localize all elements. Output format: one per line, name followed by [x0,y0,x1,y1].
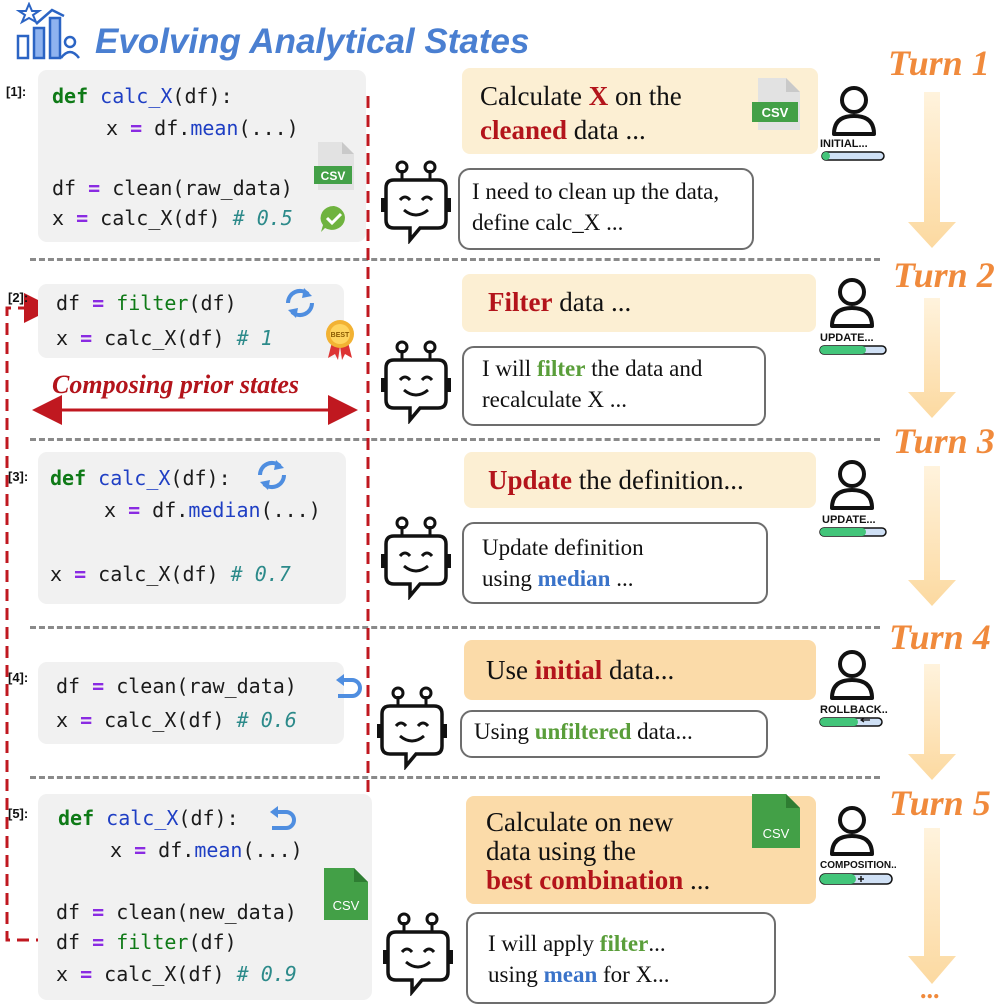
svg-text:CSV: CSV [762,105,789,120]
cell-index: [2]: [8,290,29,305]
turn-label: Turn 3 [893,421,995,461]
user-status-label: ROLLBACK.. [820,704,888,716]
check-icon [318,204,350,234]
code-cell-4 [38,662,344,744]
assistant-reply-text: I will filter the data and [482,356,703,381]
analytics-chart-icon [12,1,82,62]
page-title: Evolving Analytical States [95,22,530,61]
csv-file-icon: CSV [750,792,802,850]
robot-icon [376,686,448,771]
code-line: def calc_X(df): [58,806,239,830]
user-avatar-3 [818,456,888,540]
robot-icon [380,340,452,425]
assistant-reply-4 [460,710,768,758]
separator [30,438,880,441]
code-line: x = df.mean(...) [110,838,303,862]
svg-text:BEST: BEST [331,332,350,339]
cell-index: [4]: [8,670,29,685]
separator [30,776,880,779]
code-cell-1 [38,70,366,242]
user-status-label: UPDATE... [822,514,876,526]
code-line: df = clean(raw_data) [56,674,297,698]
assistant-reply-text: Using unfiltered data... [474,719,693,744]
turn-label: Turn 1 [888,43,990,83]
assistant-reply-text: define calc_X ... [472,210,624,235]
user-message-text: cleaned data ... [480,115,646,145]
assistant-reply-text: using median ... [482,566,634,591]
undo-icon [268,806,298,832]
cell-index: [5]: [8,806,29,821]
csv-file-icon: CSV [322,866,370,922]
assistant-reply-text: I will apply filter... [488,931,666,956]
best-badge-icon: BEST [322,318,358,360]
user-message-text: Calculate on new [486,807,674,837]
code-line: x = df.mean(...) [106,116,299,140]
user-avatar-4 [818,646,888,730]
user-message-text: Calculate X on the [480,81,682,111]
code-line: df = filter(df) [56,930,237,954]
user-status-label: UPDATE... [820,332,874,344]
separator [30,626,880,629]
code-line: def calc_X(df): [50,466,231,490]
code-line: x = calc_X(df) # 1 [56,326,273,350]
assistant-reply-text: recalculate X ... [482,387,627,412]
code-line: df = clean(new_data) [56,900,297,924]
user-status-label: INITIAL... [820,138,868,150]
assistant-reply-text: I need to clean up the data, [472,179,720,204]
refresh-icon [254,458,290,492]
code-line: x = calc_X(df) # 0.5 [52,206,293,230]
assistant-reply-text: Update definition [482,535,644,560]
svg-text:CSV: CSV [333,898,360,913]
code-line: x = calc_X(df) # 0.6 [56,708,297,732]
code-cell-2 [38,284,344,358]
csv-file-icon: CSV [752,76,802,132]
robot-icon [382,912,454,997]
assistant-reply-3 [462,522,768,604]
user-message-2 [462,274,816,332]
refresh-icon [282,286,318,320]
user-message-text: data using the [486,836,636,866]
code-line: df = filter(df) [56,291,237,315]
continuation-ellipsis: ... [920,975,940,1004]
user-message-text: Filter data ... [488,287,632,317]
turn-label: Turn 5 [889,783,991,823]
user-message-4 [464,640,816,700]
code-cell-5 [38,794,372,1000]
turn-progress-arrows [908,92,956,984]
cell-index: [1]: [6,84,27,99]
svg-text:CSV: CSV [763,826,790,841]
separator [30,258,880,261]
code-line: x = df.median(...) [104,498,321,522]
code-cell-3 [38,452,346,604]
undo-icon [334,674,364,700]
assistant-reply-text: using mean for X... [488,962,670,987]
cell-index: [3]: [8,469,29,484]
code-line: x = calc_X(df) # 0.9 [56,962,297,986]
robot-icon [380,160,452,245]
robot-icon [380,516,452,601]
csv-file-icon: CSV [314,140,356,192]
svg-text:CSV: CSV [321,169,346,183]
turn-label: Turn 4 [889,617,991,657]
user-message-text: Use initial data... [486,655,675,685]
code-line: df = clean(raw_data) [52,176,293,200]
turn-label: Turn 2 [893,255,995,295]
user-avatar-2 [818,274,888,358]
user-status-label: COMPOSITION.. [820,860,897,871]
assistant-reply-2 [462,346,766,426]
composing-prior-states-label: Composing prior states [52,370,300,399]
assistant-reply-5 [466,912,776,1004]
code-line: x = calc_X(df) # 0.7 [50,562,291,586]
user-message-text: Update the definition... [488,465,744,495]
user-avatar-5 [818,802,894,890]
user-avatar-1 [820,82,890,166]
user-message-text: best combination ... [486,865,711,895]
code-line: def calc_X(df): [52,84,233,108]
user-message-3 [464,452,816,508]
assistant-reply-1 [458,168,754,250]
